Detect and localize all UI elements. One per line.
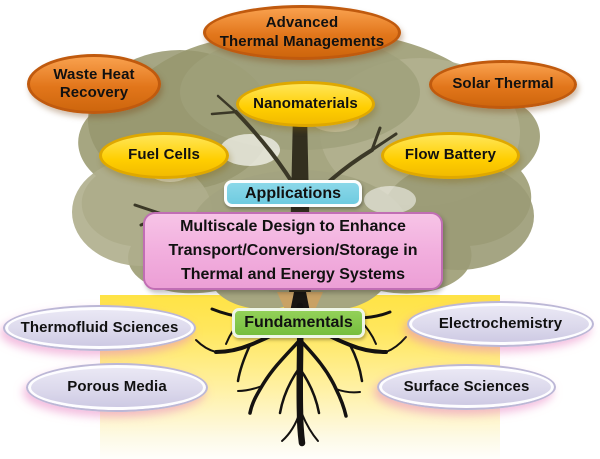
bubble-electrochemistry: Electrochemistry xyxy=(407,301,594,347)
applications-badge: Applications xyxy=(224,180,362,207)
bubble-nanomaterials: Nanomaterials xyxy=(236,81,375,127)
bubble-thermofluid-sciences: Thermofluid Sciences xyxy=(3,305,196,351)
bubble-flow-battery: Flow Battery xyxy=(381,132,520,179)
bubble-surface-sciences: Surface Sciences xyxy=(377,364,556,410)
bubble-porous-media: Porous Media xyxy=(26,363,208,412)
bubble-solar-thermal: Solar Thermal xyxy=(429,60,577,109)
fundamentals-badge: Fundamentals xyxy=(232,308,365,338)
bubble-advanced-thermal-managements: Advanced Thermal Managements xyxy=(203,5,401,60)
central-statement-box: Multiscale Design to Enhance Transport/C… xyxy=(143,212,443,290)
bubble-fuel-cells: Fuel Cells xyxy=(99,132,229,179)
bubble-waste-heat-recovery: Waste Heat Recovery xyxy=(27,54,161,114)
